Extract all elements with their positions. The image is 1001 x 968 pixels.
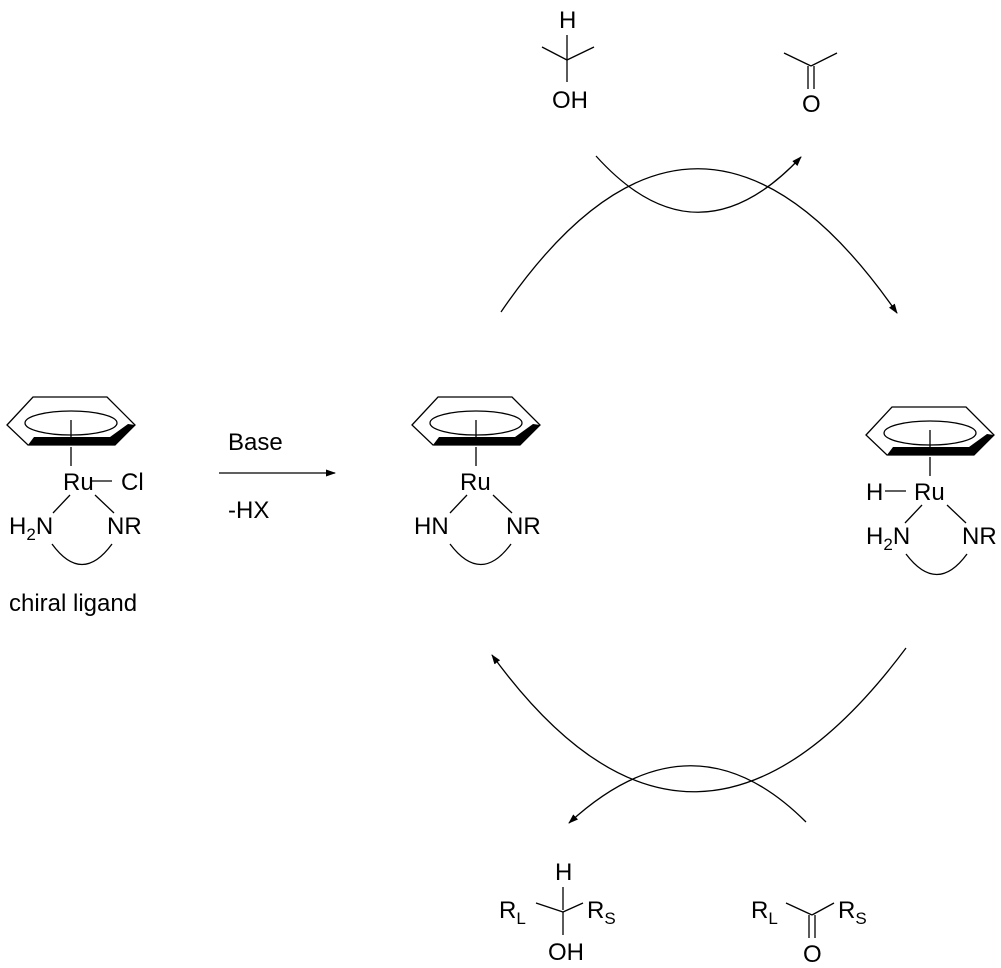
benzene-ring-icon [6, 396, 136, 446]
precatalyst-amine-right: NR [107, 513, 142, 540]
chelate-backbone [51, 543, 113, 566]
precatalyst-complex: Ru Cl H2N NR chiral ligand [6, 396, 144, 617]
amido-amine-right: NR [506, 513, 541, 540]
activation-step: Base -HX [219, 429, 336, 524]
hydride-amine-right: NR [962, 523, 997, 550]
product-alcohol-molecule: H RL RS OH [499, 859, 616, 966]
upper-cycle-arrow [500, 168, 898, 314]
hydride-amine-left: H2N [866, 523, 910, 554]
lower-cycle-arrow [491, 647, 907, 793]
acetone-oxygen: O [802, 91, 821, 118]
substrate-ketone-r-small: RS [838, 897, 867, 928]
benzene-ring-icon [411, 396, 541, 446]
base-reagent-label: Base [228, 429, 283, 456]
product-alcohol-hydroxyl: OH [548, 939, 584, 966]
substrate-ketone-oxygen: O [803, 941, 822, 968]
hx-byproduct-label: -HX [228, 497, 269, 524]
isopropanol-to-acetone-arrow [595, 155, 802, 213]
product-alcohol-r-large: RL [499, 897, 526, 928]
precatalyst-halide: Cl [121, 469, 144, 496]
benzene-ring-icon [865, 406, 995, 456]
hydride-metal: Ru [914, 479, 945, 506]
chelate-backbone [449, 543, 512, 566]
substrate-ketone-r-large: RL [751, 897, 778, 928]
precatalyst-metal: Ru [63, 469, 94, 496]
hydride-ligand: H [866, 479, 883, 506]
amido-complex: Ru HN NR [411, 396, 541, 566]
product-alcohol-r-small: RS [587, 897, 616, 928]
hydride-complex: H Ru H2N NR [865, 406, 997, 576]
amido-amine-left: HN [414, 513, 449, 540]
isopropanol-hydrogen: H [559, 7, 576, 34]
isopropanol-hydroxyl: OH [552, 87, 588, 114]
product-alcohol-hydrogen: H [555, 859, 572, 886]
chiral-ligand-caption: chiral ligand [9, 590, 137, 617]
substrate-ketone-molecule: RL RS O [751, 897, 867, 968]
acetone-molecule: O [783, 52, 838, 118]
amido-metal: Ru [460, 469, 491, 496]
chelate-backbone [905, 553, 968, 576]
ketone-to-alcohol-arrow [568, 765, 807, 824]
precatalyst-amine-left: H2N [9, 513, 53, 544]
isopropanol-molecule: H OH [541, 7, 595, 114]
